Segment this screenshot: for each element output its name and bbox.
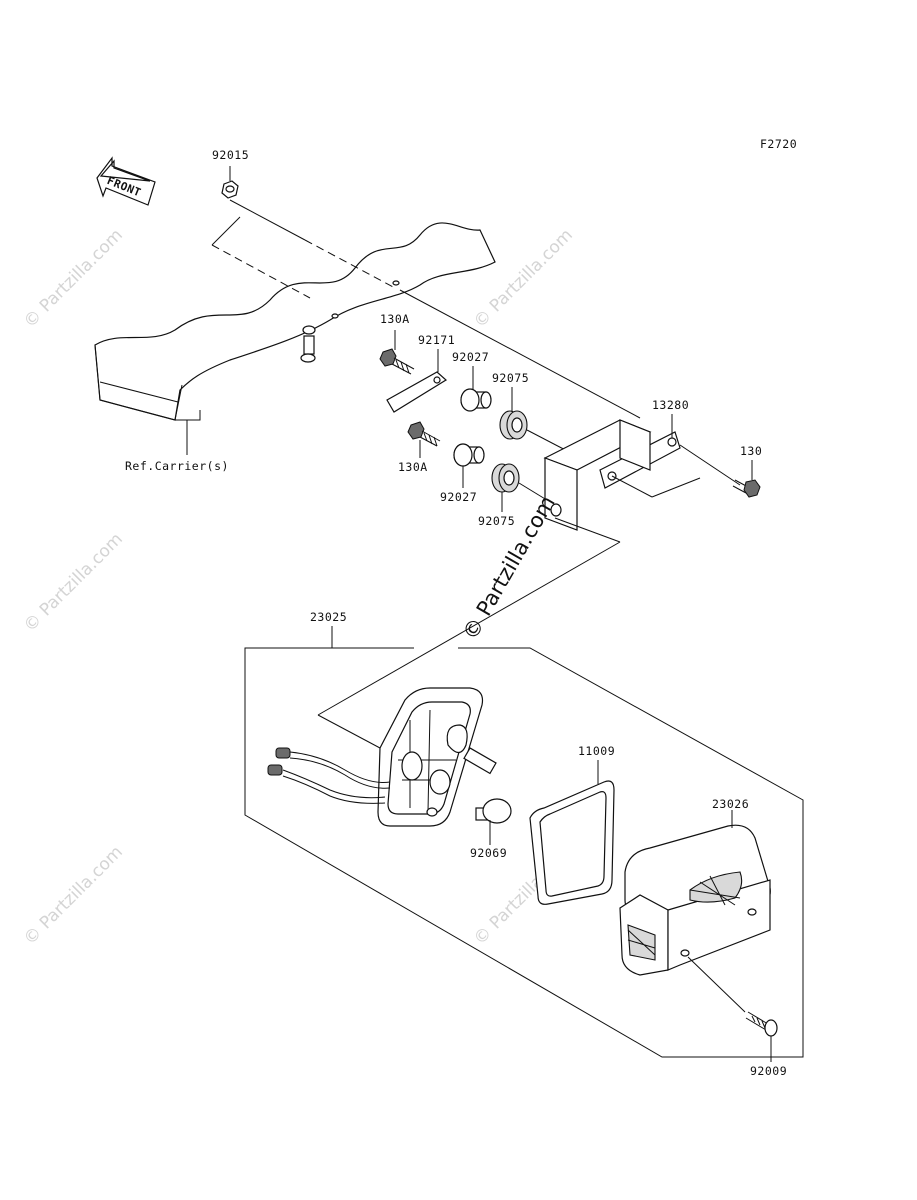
label-13280: 13280 (652, 398, 690, 412)
bolt-upper-drawing (379, 348, 415, 375)
bolt-right-drawing (732, 479, 761, 498)
carrier-drawing (94, 199, 641, 455)
label-23026: 23026 (712, 797, 750, 811)
collar-upper-drawing (460, 388, 492, 412)
bolt-lower-drawing (407, 421, 441, 447)
front-arrow-icon (96, 156, 156, 206)
gasket-drawing (529, 760, 615, 905)
label-92069: 92069 (470, 846, 508, 860)
label-92027-lower: 92027 (440, 490, 478, 504)
collar-lower-drawing (453, 443, 485, 467)
label-23025: 23025 (310, 610, 348, 624)
lens-drawing (619, 810, 771, 976)
bracket-drawing (543, 419, 741, 531)
nut-drawing (221, 180, 239, 199)
bulb-drawing (475, 798, 512, 845)
label-92027-upper: 92027 (452, 350, 490, 364)
figure-code: F2720 (760, 137, 798, 151)
grommet-lower-drawing (491, 463, 520, 493)
ref-carrier-label: Ref.Carrier(s) (125, 459, 229, 473)
label-92015: 92015 (212, 148, 250, 162)
assembly-box (244, 647, 804, 1058)
housing-drawing (267, 687, 497, 827)
label-92009: 92009 (750, 1064, 788, 1078)
label-92075-lower: 92075 (478, 514, 516, 528)
grommet-upper-drawing (499, 410, 528, 440)
label-11009: 11009 (578, 744, 616, 758)
screw-drawing (687, 956, 778, 1062)
label-130A-lower: 130A (398, 460, 428, 474)
label-130: 130 (740, 444, 763, 458)
label-92075-upper: 92075 (492, 371, 530, 385)
label-92171: 92171 (418, 333, 456, 347)
label-130A-upper: 130A (380, 312, 410, 326)
plate-drawing (386, 371, 448, 413)
